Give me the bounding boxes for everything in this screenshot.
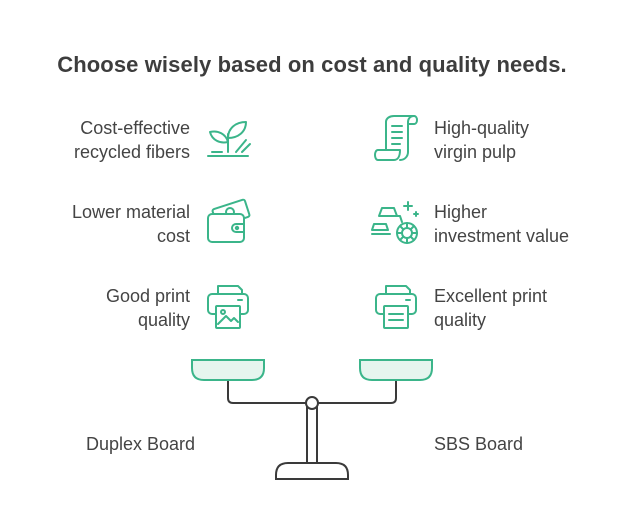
- right-board-label: SBS Board: [434, 434, 524, 454]
- right-item-3-label: Excellent print quality: [434, 286, 548, 330]
- left-item-3-label: Good print quality: [105, 286, 190, 330]
- right-item-1-label: High-quality virgin pulp: [434, 118, 530, 162]
- printer-image-icon: [202, 280, 254, 332]
- left-item-1-label: Cost-effective recycled fibers: [73, 118, 190, 162]
- pivot: [305, 396, 319, 410]
- paper-scroll-icon: [370, 112, 422, 164]
- left-item-2-label: Lower material cost: [71, 202, 190, 246]
- plant-hand-icon: [202, 112, 254, 164]
- page-title: Choose wisely based on cost and quality …: [57, 52, 567, 77]
- right-item-2-label: Higher investment value: [434, 202, 570, 246]
- scale-base: [275, 462, 349, 480]
- gold-bars-icon: [370, 196, 422, 248]
- left-board-label: Duplex Board: [86, 434, 196, 454]
- wallet-icon: [202, 196, 254, 248]
- right-pan: [359, 359, 433, 381]
- printer-icon: [370, 280, 422, 332]
- left-pan: [191, 359, 265, 381]
